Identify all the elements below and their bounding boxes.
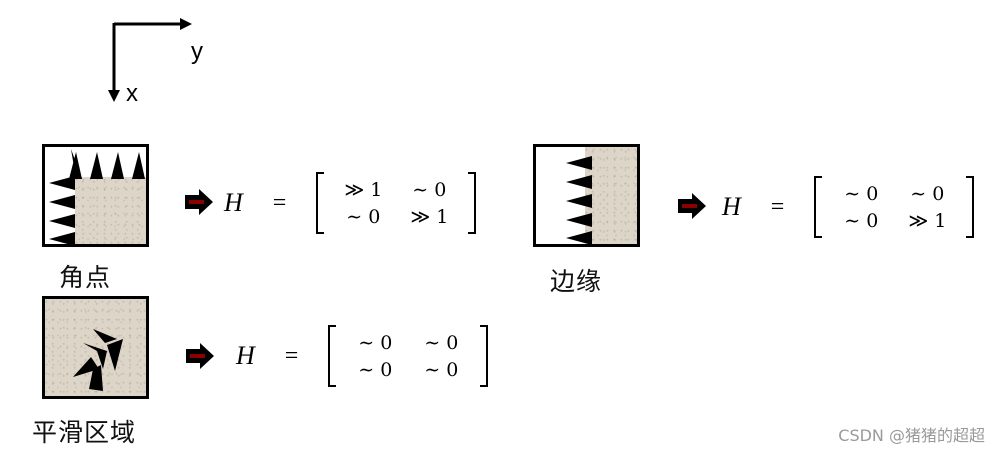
y-axis-label: y — [191, 38, 203, 65]
hessian-symbol: H — [722, 192, 741, 221]
matrix-cell: ∼ 0 — [424, 331, 459, 354]
flat-image — [42, 296, 149, 399]
flat-equation: H = ∼ 0 ∼ 0 ∼ 0 ∼ 0 — [236, 321, 489, 391]
matrix-cell: ∼ 0 — [844, 209, 879, 232]
x-axis-arrowhead-icon — [108, 90, 120, 102]
matrix-cell: ≫ 1 — [344, 178, 383, 201]
corner-label: 角点 — [59, 263, 112, 292]
matrix-cell: ∼ 0 — [358, 331, 393, 354]
edge-equation: H = ∼ 0 ∼ 0 ∼ 0 ≫ 1 — [722, 172, 975, 242]
corner-equation: H = ≫ 1 ∼ 0 ∼ 0 ≫ 1 — [224, 168, 477, 238]
coordinate-axes — [108, 18, 192, 102]
equals-sign: = — [272, 189, 287, 216]
watermark: CSDN @猪猪的超超 — [838, 426, 985, 445]
edge-image — [533, 144, 640, 247]
y-axis-arrowhead-icon — [180, 18, 192, 30]
flat-label: 平滑区域 — [32, 418, 137, 447]
flat-random-arrows-icon — [73, 329, 123, 391]
flat-matrix: ∼ 0 ∼ 0 ∼ 0 ∼ 0 — [328, 325, 489, 387]
matrix-cell: ∼ 0 — [412, 178, 447, 201]
matrix-cell: ∼ 0 — [910, 182, 945, 205]
equals-sign: = — [284, 342, 299, 369]
hessian-symbol: H — [224, 188, 243, 217]
edge-gradient-arrows-icon — [566, 156, 592, 244]
equals-sign: = — [770, 193, 785, 220]
matrix-cell: ∼ 0 — [346, 205, 381, 228]
matrix-cell: ≫ 1 — [908, 209, 947, 232]
matrix-cell: ≫ 1 — [410, 205, 449, 228]
edge-implies-arrow-icon — [678, 193, 706, 219]
corner-matrix: ≫ 1 ∼ 0 ∼ 0 ≫ 1 — [316, 172, 477, 234]
x-axis-label: x — [126, 80, 138, 107]
hessian-symbol: H — [236, 341, 255, 370]
corner-texture — [75, 177, 146, 244]
matrix-cell: ∼ 0 — [424, 358, 459, 381]
corner-image — [42, 144, 149, 247]
edge-matrix: ∼ 0 ∼ 0 ∼ 0 ≫ 1 — [814, 176, 975, 238]
edge-label: 边缘 — [550, 267, 603, 296]
flat-implies-arrow-icon — [186, 343, 214, 369]
matrix-cell: ∼ 0 — [844, 182, 879, 205]
matrix-cell: ∼ 0 — [358, 358, 393, 381]
corner-implies-arrow-icon — [185, 189, 213, 215]
corner-gradient-arrows-icon — [49, 149, 145, 244]
edge-texture — [585, 147, 637, 244]
